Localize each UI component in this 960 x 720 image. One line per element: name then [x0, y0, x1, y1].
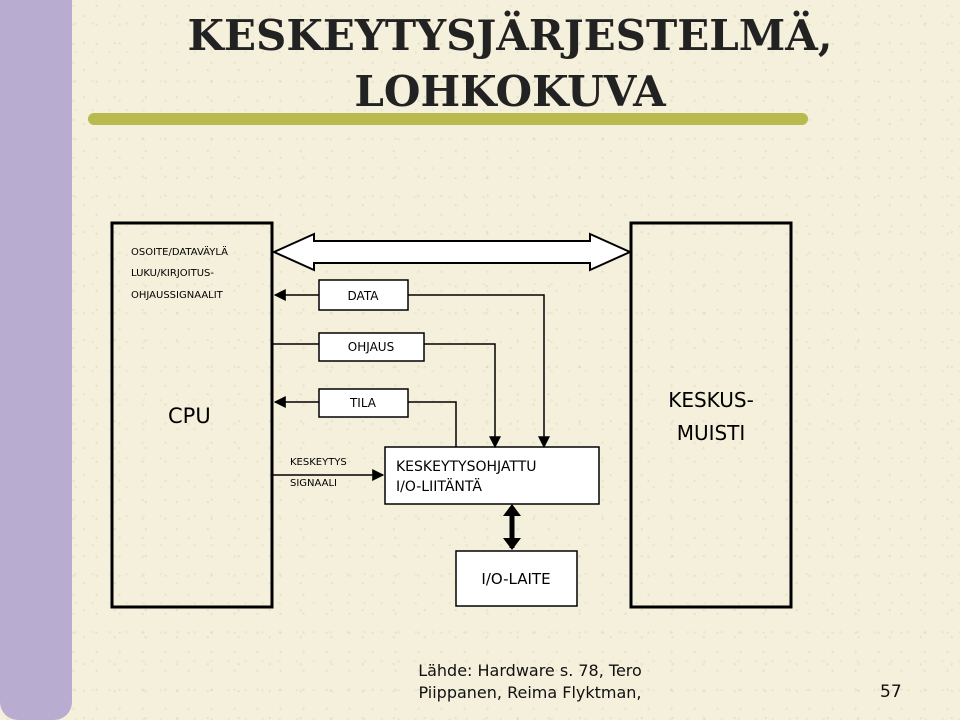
title-line-2: LOHKOKUVA — [354, 67, 666, 116]
io-device-label: I/O-LAITE — [481, 570, 550, 588]
bus-label-line-3: OHJAUSSIGNAALIT — [131, 290, 224, 301]
interrupt-label-line-2: SIGNAALI — [290, 478, 337, 489]
address-data-bus-arrow — [271, 232, 633, 272]
slide-title: KESKEYTYSJÄRJESTELMÄ, LOHKOKUVA — [150, 8, 870, 120]
io-device-block — [455, 550, 578, 607]
io-interface-block — [384, 446, 600, 505]
io-link-arrowhead-down — [503, 538, 521, 550]
control-box — [318, 332, 425, 362]
interrupt-label-line-1: KESKEYTYS — [290, 457, 347, 468]
title-line-1: KESKEYTYSJÄRJESTELMÄ, — [187, 11, 833, 60]
memory-label-line-1: KESKUS- — [668, 388, 754, 412]
source-line-2: Piippanen, Reima Flyktman, — [418, 683, 642, 702]
cpu-block — [110, 221, 274, 609]
memory-block — [629, 221, 793, 609]
page-number: 57 — [880, 682, 902, 702]
io-interface-label-line-1: KESKEYTYSOHJATTU — [396, 459, 537, 475]
status-line-from-interface — [408, 401, 457, 447]
memory-label-line-2: MUISTI — [677, 421, 746, 445]
source-line-1: Lähde: Hardware s. 78, Tero — [418, 661, 642, 680]
bus-label-line-1: OSOITE/DATAVÄYLÄ — [131, 245, 228, 258]
cpu-label: CPU — [168, 404, 211, 428]
status-box — [318, 388, 409, 418]
side-decoration-strip — [0, 0, 72, 720]
io-link-arrowhead-up — [503, 504, 521, 516]
title-underline — [88, 113, 808, 125]
source-citation: Lähde: Hardware s. 78, Tero Piippanen, R… — [370, 660, 690, 704]
data-label: DATA — [348, 289, 380, 303]
io-interface-label-line-2: I/O-LIITÄNTÄ — [396, 477, 482, 495]
control-arrow-to-interface — [424, 343, 501, 449]
control-label: OHJAUS — [348, 340, 394, 354]
data-line-to-interface — [408, 294, 550, 449]
status-label: TILA — [349, 396, 377, 410]
bus-label-line-2: LUKU/KIRJOITUS- — [131, 268, 214, 279]
data-box — [318, 279, 409, 311]
